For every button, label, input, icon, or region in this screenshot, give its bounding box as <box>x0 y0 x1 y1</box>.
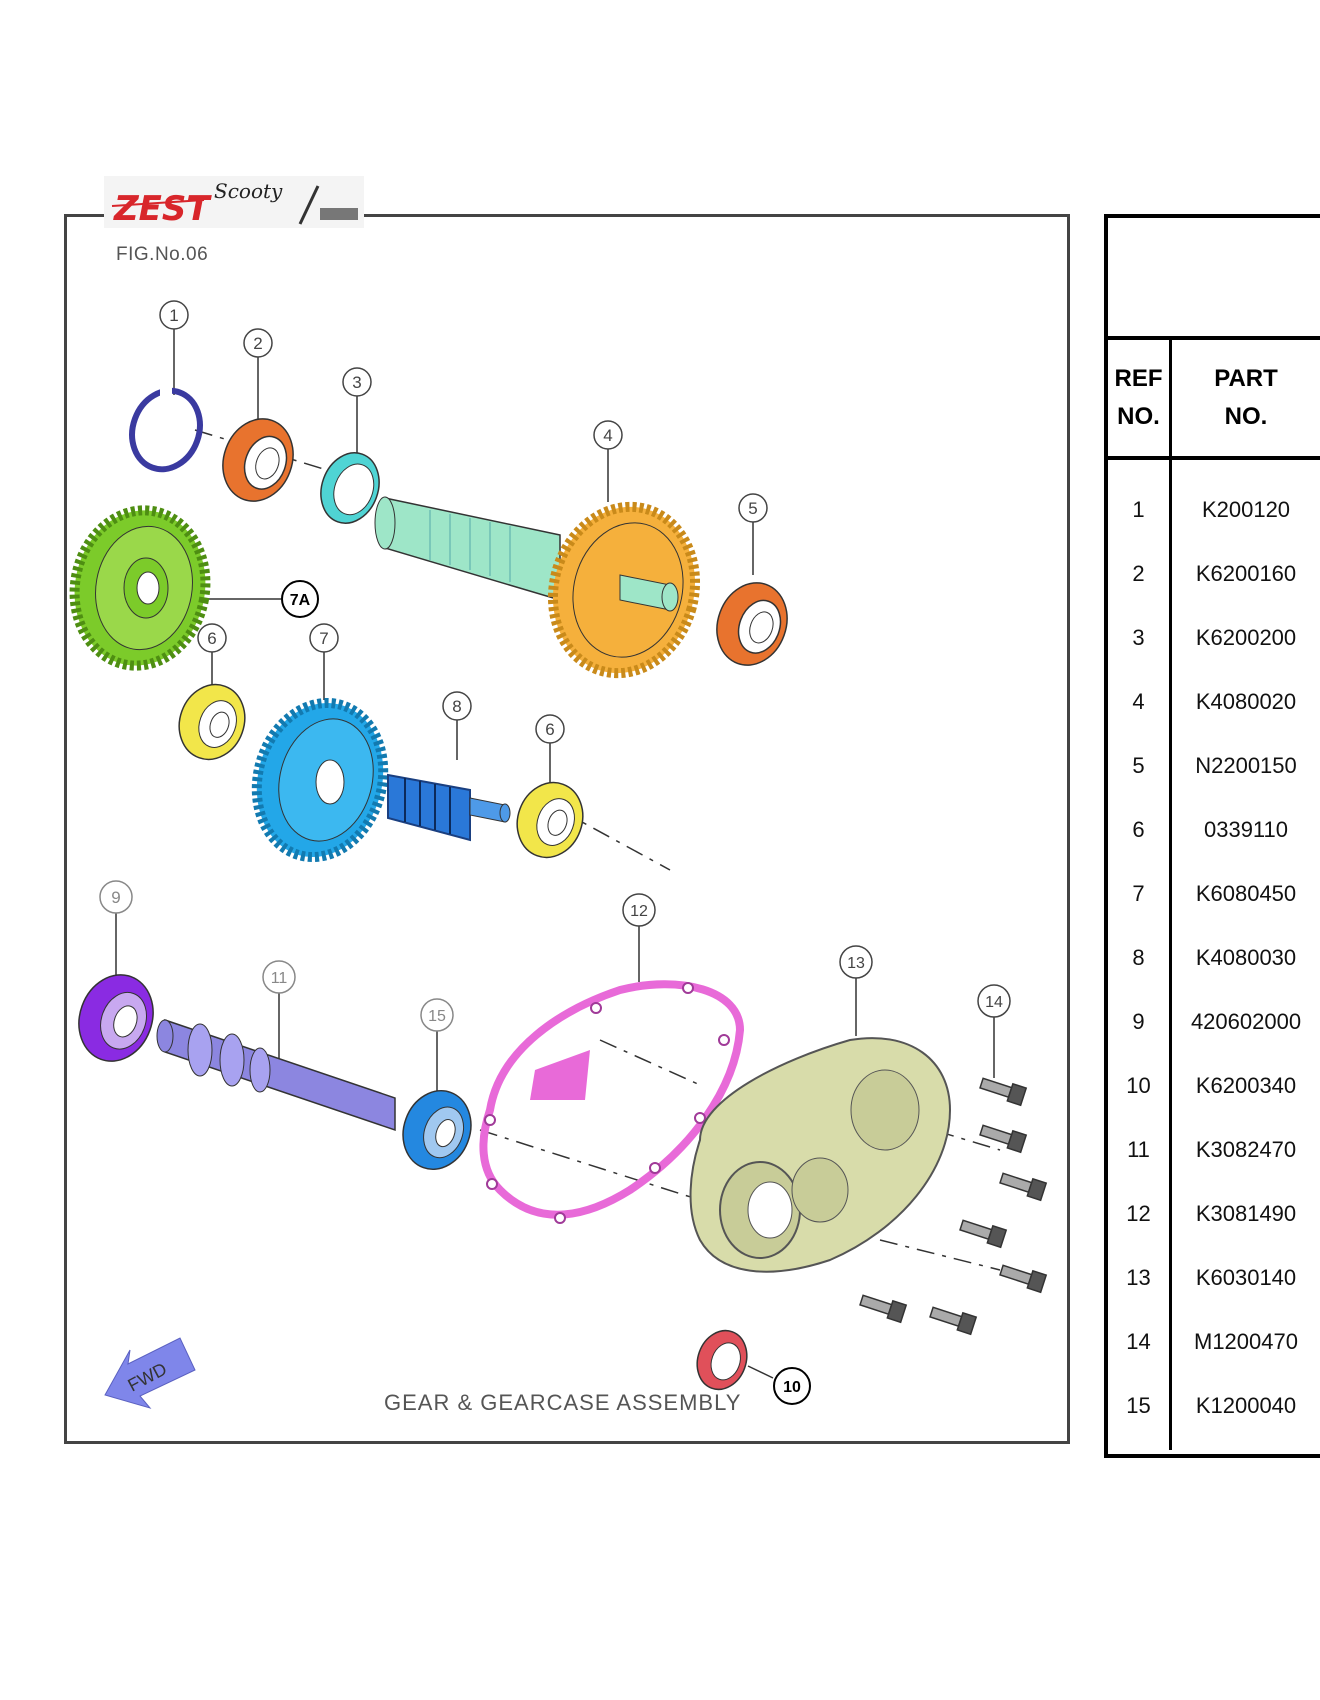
table-cell-part: K6200340 <box>1195 1073 1297 1098</box>
table-cell-part: K3082470 <box>1195 1137 1297 1162</box>
callout-15: 15 <box>420 998 454 1032</box>
svg-text:1: 1 <box>169 306 178 325</box>
table-cell-part: K4080030 <box>1195 945 1297 970</box>
svg-text:9: 9 <box>111 888 120 907</box>
header-ref-no: REF NO. <box>1108 340 1172 456</box>
pinion-shaft-icon <box>387 773 511 842</box>
callout-4: 4 <box>593 420 623 450</box>
forward-arrow-icon: FWD <box>104 1337 196 1409</box>
callout-5: 5 <box>738 493 768 523</box>
table-cell-part: K6200200 <box>1195 625 1297 650</box>
callout-11: 11 <box>262 960 296 994</box>
callout-2: 2 <box>243 328 273 358</box>
table-cell-ref: 15 <box>1126 1393 1151 1418</box>
svg-text:11: 11 <box>271 970 288 987</box>
table-cell-part: K6080450 <box>1195 881 1297 906</box>
callout-9: 9 <box>99 880 133 914</box>
callout-7: 7 <box>309 623 339 653</box>
callout-6b: 6 <box>535 714 565 744</box>
callout-10: 10 <box>773 1367 811 1405</box>
table-header: REF NO. PART NO. <box>1108 340 1320 460</box>
bolt-set-icon <box>859 1077 1048 1336</box>
svg-text:15: 15 <box>428 1008 446 1025</box>
table-cell-part: K4080020 <box>1195 689 1297 714</box>
table-cell-part: 420602000 <box>1190 1009 1302 1034</box>
svg-text:10: 10 <box>783 1379 801 1396</box>
figure-number: FIG.No.06 <box>116 244 209 265</box>
table-cell-part: K3081490 <box>1195 1201 1297 1226</box>
driven-gear-icon <box>69 505 211 671</box>
table-cell-part: K200120 <box>1201 497 1291 522</box>
table-cell-ref: 5 <box>1132 753 1145 778</box>
svg-text:2: 2 <box>253 334 262 353</box>
scooty-zest-logo-icon: ZEST Scooty <box>104 176 364 229</box>
table-cell-part: M1200470 <box>1194 1329 1298 1354</box>
table-cell-part: 0339110 <box>1203 817 1288 842</box>
ball-bearing-icon <box>178 683 246 761</box>
brand-logo: ZEST Scooty <box>104 176 364 229</box>
svg-text:3: 3 <box>352 373 361 392</box>
oil-seal-icon <box>320 452 380 524</box>
callout-1: 1 <box>159 300 189 330</box>
table-cell-ref: 6 <box>1132 817 1145 842</box>
gearcase-cover-icon <box>689 1037 952 1273</box>
table-cell-ref: 13 <box>1126 1265 1151 1290</box>
output-shaft-gear-icon <box>374 496 701 679</box>
drive-shaft-icon <box>156 1018 396 1132</box>
table-cell-ref: 11 <box>1127 1137 1150 1162</box>
figure-caption: GEAR & GEARCASE ASSEMBLY <box>384 1390 742 1415</box>
svg-text:14: 14 <box>985 994 1003 1011</box>
ball-bearing-icon <box>222 418 294 502</box>
ball-bearing-icon <box>402 1090 472 1170</box>
svg-text:5: 5 <box>748 499 757 518</box>
callout-8: 8 <box>442 691 472 721</box>
ball-bearing-icon <box>716 582 788 666</box>
callout-3: 3 <box>342 367 372 397</box>
table-top-blank <box>1108 218 1320 340</box>
callout-14: 14 <box>977 984 1011 1018</box>
table-cell-ref: 1 <box>1132 497 1145 522</box>
svg-text:8: 8 <box>452 697 461 716</box>
table-cell-ref: 12 <box>1126 1201 1151 1226</box>
table-cell-part: K6030140 <box>1195 1265 1297 1290</box>
idler-gear-icon <box>251 697 389 863</box>
svg-text:7: 7 <box>319 629 328 648</box>
table-cell-ref: 10 <box>1126 1073 1151 1098</box>
table-cell-ref: 14 <box>1126 1329 1151 1354</box>
svg-text:Scooty: Scooty <box>214 179 283 203</box>
oil-seal-icon <box>696 1329 748 1391</box>
table-cell-ref: 4 <box>1132 689 1145 714</box>
table-cell-part: K1200040 <box>1195 1393 1297 1418</box>
header-part-no: PART NO. <box>1214 365 1278 430</box>
callout-6: 6 <box>197 623 227 653</box>
table-cell-ref: 2 <box>1132 561 1145 586</box>
svg-text:12: 12 <box>630 903 648 920</box>
exploded-parts-diagram: FWD 1 2 3 4 5 6 7 7A 8 6 9 11 15 12 13 1… <box>69 300 1048 1409</box>
svg-text:4: 4 <box>603 426 612 445</box>
callout-7a: 7A <box>281 580 319 618</box>
table-cell-part: K6200160 <box>1195 561 1297 586</box>
table-cell-ref: 8 <box>1132 945 1145 970</box>
table-cell-part: N2200150 <box>1195 753 1297 778</box>
circlip-icon <box>129 386 203 473</box>
table-cell-ref: 3 <box>1132 625 1145 650</box>
table-cell-ref: 7 <box>1132 881 1145 906</box>
svg-text:7A: 7A <box>290 592 311 609</box>
svg-text:13: 13 <box>847 955 865 972</box>
ball-bearing-icon <box>516 781 584 859</box>
callout-13: 13 <box>839 945 873 979</box>
table-cell-ref: 9 <box>1132 1009 1145 1034</box>
callout-12: 12 <box>622 893 656 927</box>
svg-text:ZEST: ZEST <box>113 189 212 228</box>
ball-bearing-icon <box>78 974 154 1062</box>
svg-text:6: 6 <box>207 629 216 648</box>
gasket-icon <box>479 980 745 1224</box>
svg-text:6: 6 <box>545 720 554 739</box>
